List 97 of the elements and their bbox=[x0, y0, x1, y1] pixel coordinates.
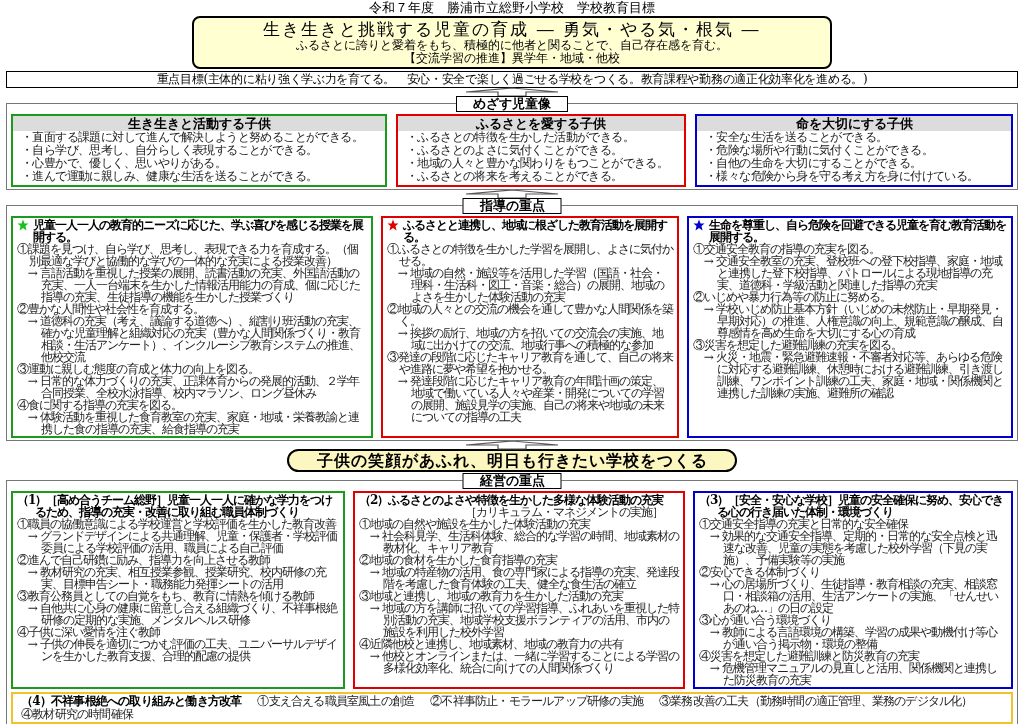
item-text: ②いじめや暴力行為等の防止に努める。 bbox=[693, 291, 891, 303]
goal-card bbox=[396, 114, 686, 187]
detail-text: → 社会科見学、生活科体験、総合的な学習の時間、地域素材の教材化、キャリア教育 bbox=[369, 530, 679, 554]
item-text: ④子供に深い愛情を注ぐ教師 bbox=[17, 626, 161, 638]
detail-text: → 道徳科の充実（考え、議論する道徳へ）、縦割り班活動の充実、確かな児童理解と組織対応の充実（豊かな人間関係づくり・教育相談・生活アンケート）、インクルーシブ教育システムの推進、他校交流 bbox=[27, 315, 362, 363]
item-text: ③発達の段階に応じたキャリア教育を通して、自己の将来や進路に夢や希望を抱かせる。 bbox=[387, 351, 673, 375]
item-text: ・地域の人々と豊かな関わりをもつことができる。 bbox=[405, 157, 670, 170]
item-text: ④近隣他校と連携し、地域素材、地域の教育力の共有 bbox=[359, 638, 625, 650]
block-arrow bbox=[465, 440, 559, 450]
item-text: ③地域と連携し、地域の教育力を生かした活動の充実 bbox=[359, 590, 624, 602]
card-heading: 児童一人一人の教育的ニーズに応じた、学ぶ喜びを感じる授業を展開する。 bbox=[33, 219, 365, 243]
card-heading: 生き生きと活動する子供 bbox=[13, 116, 385, 131]
item-text: ④教材研究の時間確保 bbox=[21, 708, 133, 721]
item-text: ④食に関する指導の充実を図る。 bbox=[17, 399, 182, 411]
goal-box bbox=[192, 16, 832, 69]
item-text: ・安全な生活を送ることができる。 bbox=[704, 131, 889, 144]
item-text: ③運動に親しむ態度の育成と体力の向上を図る。 bbox=[17, 363, 259, 375]
detail-text: → グランドデザインによる共通理解、児童・保護者・学校評価委員による学校評価の活用、職員による自己評価 bbox=[27, 530, 338, 554]
detail-text: → 子供の伸長を適切につかむ評価の工夫、ユニバーサルデザインを生かした教育支援、合理的配慮の提供 bbox=[27, 638, 338, 662]
detail-text: → 学校いじめ防止基本方針（いじめの未然防止・早期発見・早期対応）の推進、人権意識の向上、規範意識の醸成、自尊感情を高め生命を大切にする心の育成 bbox=[703, 303, 1004, 339]
detail-text: → 地域の方を講師に招いての学習指導、ふれあいを重視した特別活動の充実、地域学校支援ボランティアの活用、市内の施設を利用した校外学習 bbox=[369, 602, 679, 638]
detail-text: → 交通安全教室の充実、登校班への登下校指導、家庭・地域と連携した登下校指導、パトロールによる現地指導の充実、道徳科・学級活動と関連した指導の充実 bbox=[703, 255, 1004, 291]
item-text: ③災害を想定した避難訓練の充実を図る。 bbox=[693, 339, 902, 351]
item-text: ①交通安全教育の指導の充実を図る。 bbox=[693, 243, 880, 255]
policy-card bbox=[11, 491, 345, 689]
item-text: ②地域の食材を生かした食育指導の充実 bbox=[359, 554, 559, 566]
page-title: 令和７年度 勝浦市立総野小学校 学校教育目標 bbox=[368, 0, 656, 15]
focus-card bbox=[687, 216, 1013, 438]
item-text: ③心が通い合う環境づくり bbox=[699, 614, 831, 626]
focus-card bbox=[11, 216, 373, 438]
item-text: ①交通安全指導の充実と日常的な安全確保 bbox=[699, 518, 909, 530]
detail-text: → 危機管理マニュアルの見直しと活用、関係機関と連携した防災教育の充実 bbox=[709, 662, 998, 686]
item-text: ・危険な場所や行動に気付くことができる。 bbox=[704, 144, 934, 157]
item-text: ・直面する課題に対して進んで解決しようと努めることができる。 bbox=[20, 131, 364, 144]
detail-text: → 自他共に心身の健康に留意し合える組織づくり、不祥事根絶研修の定期的な実施、メンタルヘルス研修 bbox=[27, 602, 339, 626]
detail-text: → 挨拶の励行、地域の方を招いての交流会の実施、地域に出かけての交流、地域行事への積極的な参加 bbox=[397, 327, 664, 351]
detail-text: → 他校とオンラインまたは、一緒に学習することによる学習の多様化効率化、統合に向けての人間関係づくり bbox=[369, 650, 679, 674]
section-tab: 経営の重点 bbox=[462, 473, 562, 489]
item-text: ③業務改善の工夫（勤務時間の適正管理、業務のデジタル化） bbox=[659, 695, 973, 708]
card-heading: ふるさとを愛する子供 bbox=[398, 116, 684, 131]
item-text: ①課題を見つけ、自ら学び、思考し、表現できる力を育成する。（個別最適な学びと協働的な学びの一体的な充実による授業改善） bbox=[17, 243, 359, 267]
item-text: ・自ら学び、思考し、自分らしく表現することができる。 bbox=[20, 144, 319, 157]
priority-box: 重点目標(主体的に粘り強く学ぶ力を育てる。 安心・安全で楽しく過ごせる学校をつくる。教育課程や勤務の適正化効率化を進める。) bbox=[6, 71, 1018, 88]
detail-text: → 言語活動を重視した授業の展開、読書活動の充実、外国語活動の充実、一人一台端末を生かした情報活用能力の育成、個に応じた指導の充実、生徒指導の機能を生かした授業づくり bbox=[27, 267, 361, 303]
section-panel bbox=[6, 473, 1018, 724]
goal-card bbox=[11, 114, 387, 187]
item-text: ・様々な危険から身を守る考え方を身に付けている。 bbox=[704, 170, 980, 183]
subheading: ［カリキュラム・マネジメントの実施］ bbox=[465, 506, 663, 518]
detail-text: → 教材研究の充実、相互授業参観、授業研究、校内研修の充実、目標申告シート・職務能力発揮シートの活用 bbox=[27, 566, 328, 590]
focus-card bbox=[381, 216, 679, 438]
section-tab: 指導の重点 bbox=[462, 198, 562, 214]
item-text: ・自他の生命を大切にすることができる。 bbox=[704, 157, 923, 170]
section-panel bbox=[6, 198, 1018, 441]
card-heading: ふるさとと連携し、地域に根ざした教育活動を展開する。 bbox=[403, 219, 669, 243]
detail-text: → 体験活動を重視した食育教室の充実、家庭・地域・栄養教諭と連携した食の指導の充実、給食指導の充実 bbox=[27, 411, 360, 435]
detail-text: → 火災・地震・緊急避難速報・不審者対応等、あらゆる危険に対応する避難訓練、休憩時における避難訓練、引き渡し訓練、ワンポイント訓練の工夫、家庭・地域・関係機関と連携した訓練の実施、避難所の確認 bbox=[703, 351, 1004, 399]
goal-heading: 生き生きと挑戦する児童の育成 ― 勇気・やる気・根気 ― bbox=[263, 20, 761, 39]
item-text: ①地域の自然や施設を生かした体験活動の充実 bbox=[359, 518, 591, 530]
block-arrow bbox=[465, 189, 559, 199]
item-text: ・ふるさとのよさに気付くことができる。 bbox=[405, 144, 624, 157]
item-text: ・ふるさとの将来を考えることができる。 bbox=[405, 170, 624, 183]
item-text: ②不祥事防止・モラールアップ研修の実施 bbox=[430, 695, 643, 708]
item-text: ①支え合える職員室風土の創造 bbox=[257, 695, 415, 708]
item-text: ③教育公務員としての自覚をもち、教育に情熱を傾ける教師 bbox=[17, 590, 314, 602]
detail-text: → 発達段階に応じたキャリア教育の年間計画の策定、地域で働いている人々や産業・開発についての学習の展開、施設見学の実施、自己の将来や地域の未来についての指導の工夫 bbox=[396, 375, 666, 423]
item-text: ・心豊かで、優しく、思いやりがある。 bbox=[20, 157, 227, 170]
block-arrow bbox=[465, 87, 559, 97]
detail-text: → 効果的な交通安全指導、定期的・日常的な安全点検と迅速な改善、児童の実態を考慮した校外学習（下見の実施）、予備実験等の実施 bbox=[709, 530, 998, 566]
reform-bar bbox=[11, 692, 1013, 724]
item-text: ・ふるさとの特徴を生かした活動ができる。 bbox=[405, 131, 635, 144]
card-heading: （1）［高め合うチーム総野］児童一人一人に確かな学力をつけるため、指導の充実・改善に取り組む職員体制づくり bbox=[17, 494, 333, 518]
card-heading: （2）ふるさとのよさや特徴を生かした多様な体験活動の充実 bbox=[359, 494, 665, 506]
card-heading: （3）［安全・安心な学校］児童の安全確保に努め、安心できる心の行き届いた体制・環境づくり bbox=[699, 494, 1005, 518]
item-text: ②豊かな人間性や社会性を育成する。 bbox=[17, 303, 204, 315]
item-text: ①ふるさとの特徴を生かした学習を展開し、よさに気付かせる。 bbox=[387, 243, 673, 267]
detail-text: → 日常的な体力づくりの充実、正課体育からの発展的活動、２学年合同授業、全校水泳指導、校内マラソン、ロング昼休み bbox=[27, 375, 361, 399]
detail-text: → 地域の自然・施設等を活用した学習（国語・社会・理科・生活科・図工・音楽・総合）の展開、地域のよさを生かした体験活動の充実 bbox=[397, 267, 665, 303]
item-text: ・進んで運動に親しみ、健康な生活を送ることができる。 bbox=[20, 170, 319, 183]
detail-text: → 地域の特産物の活用、食の専門家による指導の充実、発達段階を考慮した食育体験の工夫、健全な食生活の確立 bbox=[369, 566, 679, 590]
policy-card bbox=[353, 491, 685, 689]
goal-text: ふるさとに誇りと愛着をもち、積極的に他者と関ることで、自己存在感を育む。 bbox=[296, 39, 728, 52]
item-text: ①職員の協働意識による学校運営と学校評価を生かした教育改善 bbox=[17, 518, 338, 530]
goal-card bbox=[695, 114, 1013, 187]
policy-card bbox=[693, 491, 1013, 689]
card-heading: 命を大切にする子供 bbox=[697, 116, 1011, 131]
item-text: ②地域の人々との交流の機会を通して豊かな人間関係を築く。 bbox=[387, 303, 673, 327]
detail-text: → 心の居場所づくり、生徒指導・教育相談の充実、相談窓口・相談箱の活用、生活アンケートの実施、「せんせいあのね…」の日の設定 bbox=[709, 578, 1000, 614]
item-text: ④災害を想定した避難訓練と防災教育の充実 bbox=[699, 650, 920, 662]
section-panel bbox=[6, 96, 1018, 190]
item-text: ②進んで自己研鑽に励み、指導力を向上させる教師 bbox=[17, 554, 270, 566]
detail-text: → 教師による言語環境の構築、学習の成果や動機付け等心が通い合う掲示物・環境の整備 bbox=[709, 626, 999, 650]
item-text: ②安心できる体制づくり bbox=[699, 566, 821, 578]
motto-banner: 子供の笑顔があふれ、明日も行きたい学校をつくる bbox=[287, 449, 737, 472]
goal-text: 【交流学習の推進】異学年・地域・他校 bbox=[404, 52, 620, 65]
card-heading: 生命を尊重し、自ら危険を回避できる児童を育む教育活動を展開する。 bbox=[709, 219, 1007, 243]
section-tab: めざす児童像 bbox=[456, 96, 568, 112]
bar-heading: （4）不祥事根絶への取り組みと働き方改革 bbox=[21, 695, 242, 708]
